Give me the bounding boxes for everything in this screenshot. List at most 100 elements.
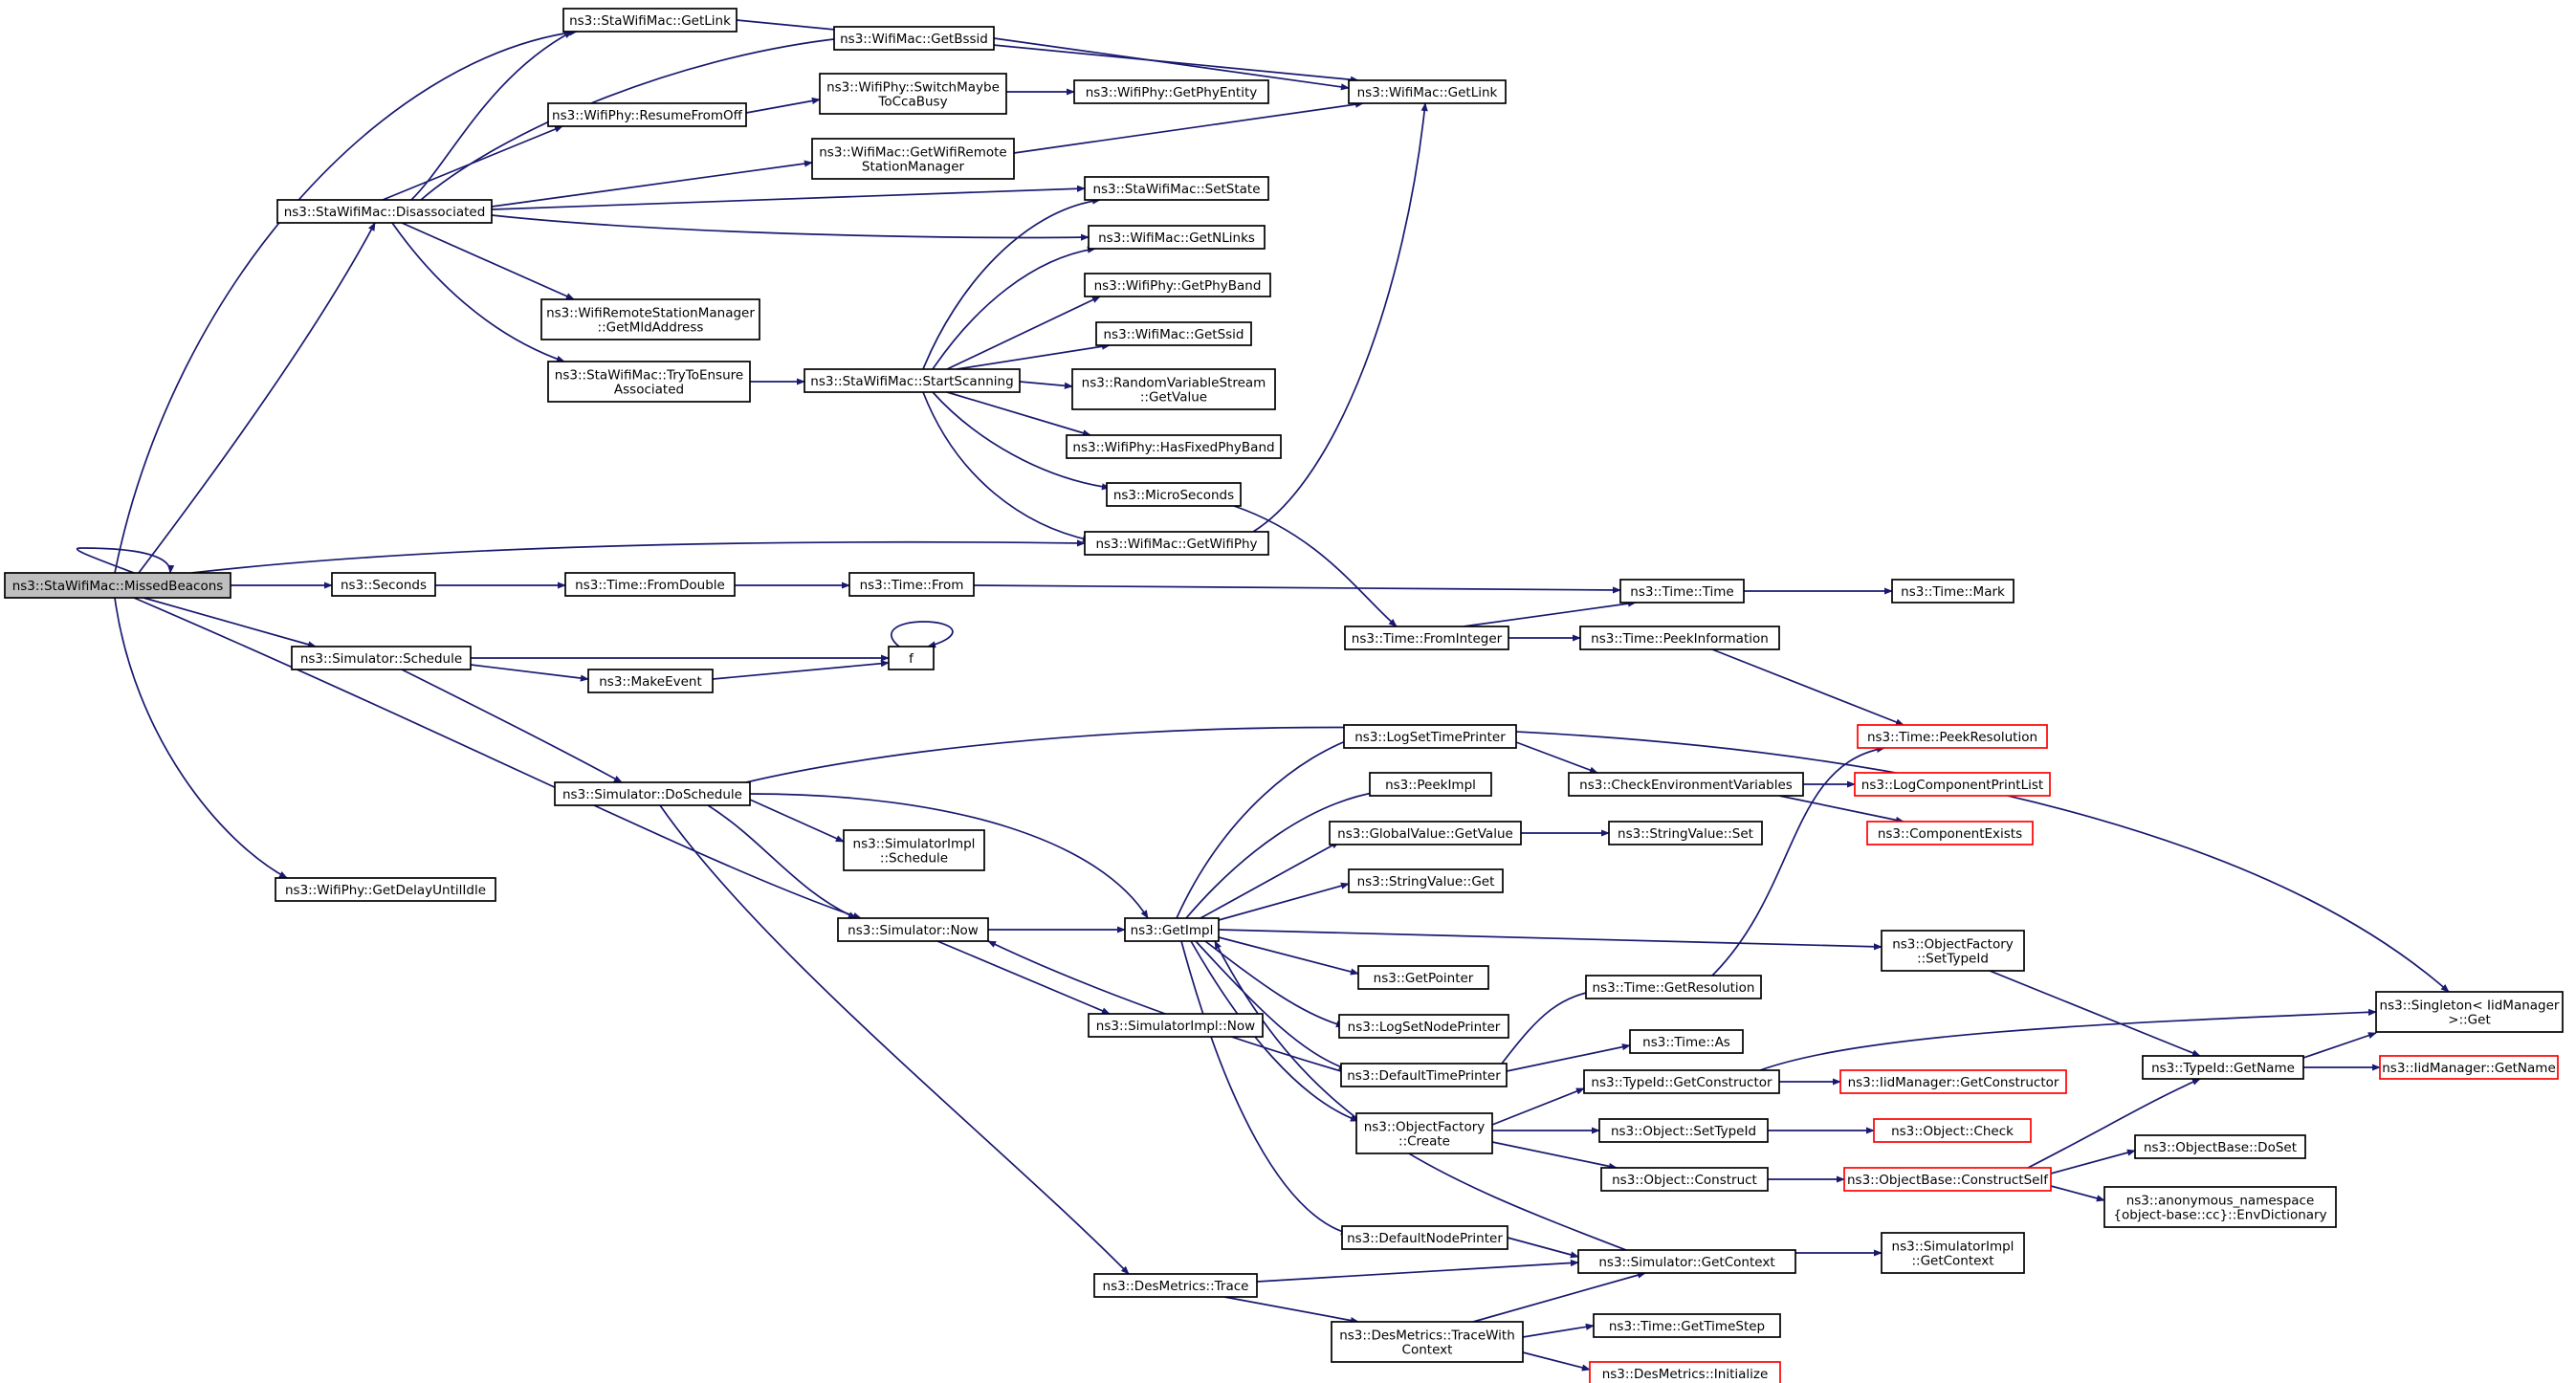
node-get-wifi-phy[interactable]: ns3::WifiMac::GetWifiPhy (1084, 531, 1269, 556)
node-label: ns3::Time::PeekResolution (1867, 730, 2037, 745)
node-default-time-printer[interactable]: ns3::DefaultTimePrinter (1340, 1063, 1508, 1087)
node-sim-impl-now[interactable]: ns3::SimulatorImpl::Now (1088, 1013, 1264, 1038)
edge-peek_information-to-peek_resolution (1711, 648, 1904, 726)
node-des-metrics-initialize[interactable]: ns3::DesMetrics::Initialize (1589, 1361, 1781, 1383)
node-get-impl[interactable]: ns3::GetImpl (1124, 917, 1220, 942)
node-label: ns3::GetPointer (1374, 971, 1474, 986)
node-typeid-get-name[interactable]: ns3::TypeId::GetName (2142, 1055, 2304, 1080)
node-get-delay-until-idle[interactable]: ns3::WifiPhy::GetDelayUntilIdle (275, 877, 496, 902)
node-object-set-typeid[interactable]: ns3::Object::SetTypeId (1598, 1118, 1769, 1143)
node-make-event[interactable]: ns3::MakeEvent (587, 669, 714, 693)
node-label: {object-base::cc}::EnvDictionary (2113, 1208, 2326, 1223)
node-check-env-vars[interactable]: ns3::CheckEnvironmentVariables (1568, 772, 1804, 797)
node-disassociated[interactable]: ns3::StaWifiMac::Disassociated (276, 199, 493, 224)
node-seconds[interactable]: ns3::Seconds (331, 572, 436, 597)
node-label: ns3::WifiMac::GetSsid (1103, 327, 1244, 342)
node-label: ::Create (1398, 1134, 1450, 1150)
node-get-resolution[interactable]: ns3::Time::GetResolution (1585, 975, 1762, 999)
node-sim-impl-schedule[interactable]: ns3::SimulatorImpl::Schedule (843, 829, 985, 871)
node-component-exists[interactable]: ns3::ComponentExists (1866, 821, 2034, 845)
node-get-phy-band[interactable]: ns3::WifiPhy::GetPhyBand (1084, 273, 1271, 297)
node-sim-impl-get-context[interactable]: ns3::SimulatorImpl::GetContext (1881, 1232, 2025, 1274)
node-resume-from-off[interactable]: ns3::WifiPhy::ResumeFromOff (547, 102, 747, 127)
node-start-scanning[interactable]: ns3::StaWifiMac::StartScanning (804, 368, 1021, 393)
node-label: ns3::StaWifiMac::SetState (1092, 182, 1260, 197)
node-default-node-printer[interactable]: ns3::DefaultNodePrinter (1341, 1225, 1508, 1250)
node-random-var[interactable]: ns3::RandomVariableStream::GetValue (1071, 368, 1276, 410)
node-get-n-links[interactable]: ns3::WifiMac::GetNLinks (1088, 225, 1266, 250)
node-time-mark[interactable]: ns3::Time::Mark (1891, 579, 2015, 604)
node-do-schedule[interactable]: ns3::Simulator::DoSchedule (554, 781, 751, 806)
node-string-value-set[interactable]: ns3::StringValue::Set (1608, 821, 1763, 845)
edge-get_link_sta-to-get_link_wifimac (736, 19, 1359, 83)
node-label: ns3::StaWifiMac::MissedBeacons (12, 579, 224, 594)
node-des-metrics-trace[interactable]: ns3::DesMetrics::Trace (1093, 1273, 1258, 1298)
node-time-get-time-step[interactable]: ns3::Time::GetTimeStep (1593, 1313, 1781, 1338)
node-object-factory-set-typeid[interactable]: ns3::ObjectFactory::SetTypeId (1881, 930, 2025, 972)
node-get-pointer[interactable]: ns3::GetPointer (1357, 965, 1489, 990)
node-has-fixed-phy-band[interactable]: ns3::WifiPhy::HasFixedPhyBand (1066, 434, 1282, 459)
node-object-construct[interactable]: ns3::Object::Construct (1600, 1167, 1769, 1192)
edge-missed_beacons-to-sim_schedule (143, 597, 317, 648)
node-f[interactable]: f (888, 646, 935, 670)
node-object-check[interactable]: ns3::Object::Check (1873, 1118, 2032, 1143)
node-singleton-get[interactable]: ns3::Singleton< IidManager>::Get (2375, 991, 2564, 1033)
node-get-phy-entity[interactable]: ns3::WifiPhy::GetPhyEntity (1073, 79, 1269, 104)
node-label: ns3::MicroSeconds (1113, 488, 1234, 503)
node-env-dictionary[interactable]: ns3::anonymous_namespace{object-base::cc… (2103, 1186, 2337, 1228)
edge-get_wifi_remote-to-get_link_wifimac (1013, 100, 1364, 154)
edge-typeid_get_constructor-to-singleton_get (1759, 1008, 2377, 1071)
node-label: ns3::Time::GetTimeStep (1609, 1319, 1765, 1334)
node-sim-schedule[interactable]: ns3::Simulator::Schedule (291, 646, 472, 670)
node-label: ns3::ObjectFactory (1364, 1120, 1486, 1135)
edge-disassociated-to-get_bssid (420, 35, 843, 201)
node-get-ssid[interactable]: ns3::WifiMac::GetSsid (1095, 321, 1252, 346)
node-label: ns3::Seconds (341, 578, 427, 593)
edge-get_impl-to-string_value_get (1218, 882, 1350, 921)
node-set-state[interactable]: ns3::StaWifiMac::SetState (1084, 176, 1269, 201)
node-string-value-get[interactable]: ns3::StringValue::Get (1348, 868, 1504, 893)
node-typeid-get-constructor[interactable]: ns3::TypeId::GetConstructor (1583, 1069, 1780, 1094)
node-get-link-sta[interactable]: ns3::StaWifiMac::GetLink (562, 8, 738, 33)
node-peek-impl[interactable]: ns3::PeekImpl (1369, 772, 1492, 797)
node-time-time[interactable]: ns3::Time::Time (1619, 579, 1745, 604)
node-micro-seconds[interactable]: ns3::MicroSeconds (1106, 482, 1242, 507)
node-object-base-construct-self[interactable]: ns3::ObjectBase::ConstructSelf (1843, 1167, 2052, 1192)
node-log-set-time-printer[interactable]: ns3::LogSetTimePrinter (1343, 724, 1517, 749)
edge-des_metrics_trace-to-des_metrics_trace_with_context (1223, 1296, 1359, 1325)
node-iidmanager-get-name[interactable]: ns3::IidManager::GetName (2379, 1055, 2559, 1080)
edge-get_resolution-to-peek_resolution (1711, 745, 1885, 977)
node-sim-now[interactable]: ns3::Simulator::Now (837, 917, 989, 942)
node-sim-get-context[interactable]: ns3::Simulator::GetContext (1577, 1249, 1796, 1274)
node-get-link-wifimac[interactable]: ns3::WifiMac::GetLink (1348, 79, 1507, 104)
node-log-component-print-list[interactable]: ns3::LogComponentPrintList (1854, 772, 2051, 797)
node-label: ns3::DesMetrics::TraceWith (1339, 1328, 1515, 1344)
node-from-integer[interactable]: ns3::Time::FromInteger (1344, 626, 1509, 650)
node-time-from[interactable]: ns3::Time::From (848, 572, 975, 597)
node-get-bssid[interactable]: ns3::WifiMac::GetBssid (833, 26, 995, 51)
edge-get_impl-to-default_time_printer (1195, 940, 1348, 1070)
node-get-mld-address[interactable]: ns3::WifiRemoteStationManager::GetMldAdd… (540, 298, 760, 340)
node-log-set-node-printer[interactable]: ns3::LogSetNodePrinter (1338, 1014, 1509, 1039)
node-label: ::GetValue (1140, 390, 1207, 406)
node-global-value-get[interactable]: ns3::GlobalValue::GetValue (1329, 821, 1522, 845)
node-get-wifi-remote[interactable]: ns3::WifiMac::GetWifiRemoteStationManage… (811, 138, 1015, 180)
node-missed-beacons[interactable]: ns3::StaWifiMac::MissedBeacons (4, 572, 231, 599)
edge-get_wifi_phy-to-get_link_wifimac (1252, 102, 1428, 533)
node-label: ns3::Time::PeekInformation (1591, 631, 1769, 647)
node-label: ns3::SimulatorImpl::Now (1096, 1019, 1255, 1034)
node-label: ns3::StaWifiMac::TryToEnsure (555, 368, 743, 384)
node-peek-resolution[interactable]: ns3::Time::PeekResolution (1857, 724, 2048, 749)
node-object-base-doset[interactable]: ns3::ObjectBase::DoSet (2134, 1134, 2306, 1159)
edge-sim_now-to-sim_impl_now (936, 940, 1111, 1015)
node-peek-information[interactable]: ns3::Time::PeekInformation (1579, 626, 1780, 650)
node-object-factory-create[interactable]: ns3::ObjectFactory::Create (1355, 1112, 1493, 1154)
node-iidmanager-get-constructor[interactable]: ns3::IidManager::GetConstructor (1839, 1069, 2067, 1094)
node-label: ns3::WifiPhy::ResumeFromOff (552, 108, 743, 123)
node-label: ns3::Simulator::Now (848, 923, 979, 938)
node-from-double[interactable]: ns3::Time::FromDouble (564, 572, 736, 597)
node-time-as[interactable]: ns3::Time::As (1629, 1029, 1744, 1054)
